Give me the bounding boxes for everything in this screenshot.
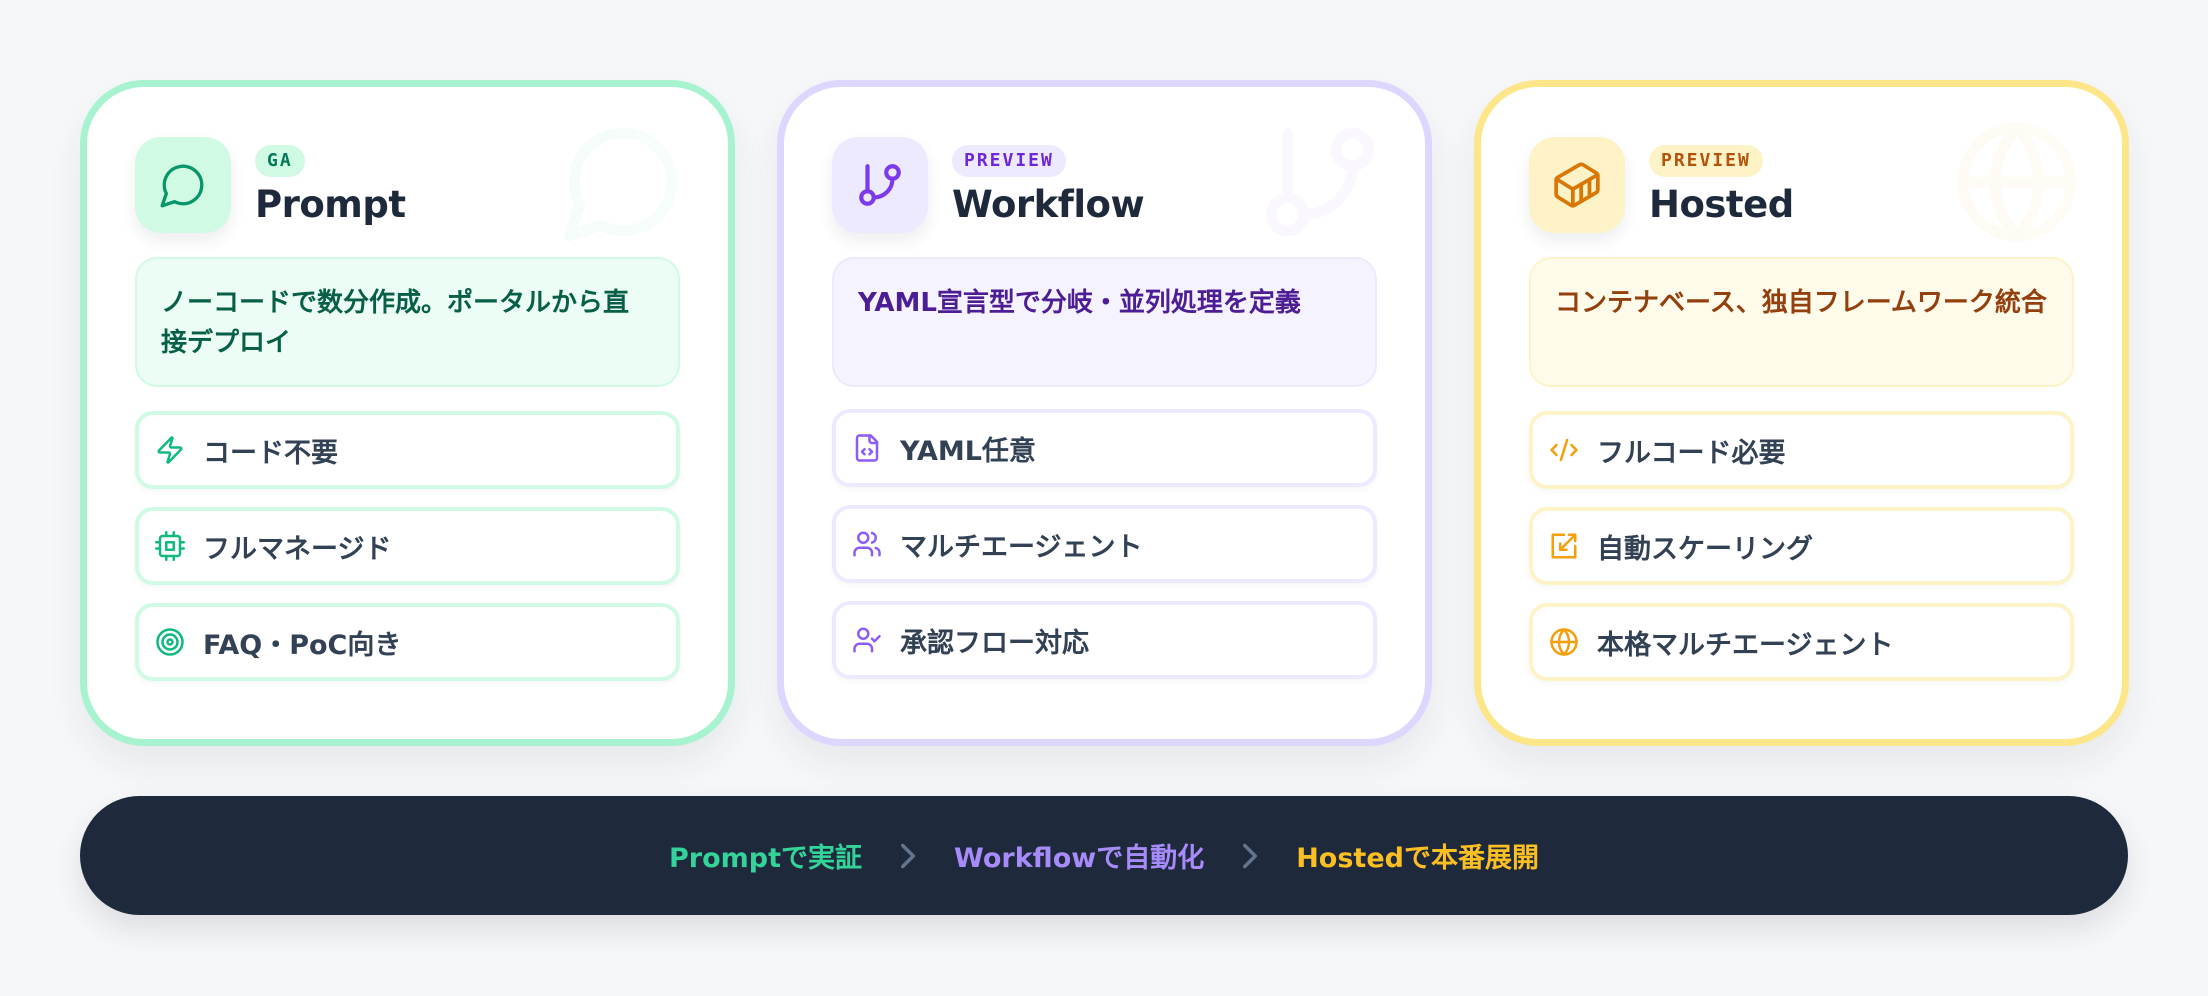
feature-item: 承認フロー対応 [832, 601, 1377, 679]
globe-watermark-icon [1952, 117, 2082, 247]
feature-label: フルコード必要 [1597, 437, 1786, 469]
adoption-flow-bar: Promptで実証 Workflowで自動化 Hostedで本番展開 [80, 796, 2128, 915]
status-badge: PREVIEW [952, 145, 1066, 177]
card-header: GA Prompt [135, 137, 680, 233]
feature-item: FAQ・PoC向き [135, 603, 680, 681]
git-branch-icon [832, 137, 928, 233]
feature-item: マルチエージェント [832, 505, 1377, 583]
card-description: コンテナベース、独自フレームワーク統合 [1529, 257, 2074, 387]
feature-item: 自動スケーリング [1529, 507, 2074, 585]
chevron-right-icon [898, 842, 918, 870]
target-icon [155, 627, 185, 657]
feature-label: コード不要 [203, 437, 338, 469]
container-icon [1529, 137, 1625, 233]
chevron-right-icon [1240, 842, 1260, 870]
feature-item: コード不要 [135, 411, 680, 489]
feature-list: YAML任意 マルチエージェント 承認フロー対応 [832, 409, 1377, 679]
card-title: Hosted [1649, 183, 1794, 226]
file-code-icon [852, 433, 882, 463]
feature-item: フルマネージド [135, 507, 680, 585]
feature-label: 承認フロー対応 [900, 627, 1089, 659]
status-badge: GA [255, 145, 305, 177]
message-circle-icon [135, 137, 231, 233]
flow-step-prompt: Promptで実証 [669, 843, 863, 874]
feature-label: FAQ・PoC向き [203, 629, 402, 661]
feature-list: コード不要 フルマネージド FAQ・PoC向き [135, 411, 680, 681]
card-description: ノーコードで数分作成。ポータルから直接デプロイ [135, 257, 680, 387]
user-check-icon [852, 625, 882, 655]
feature-label: フルマネージド [203, 533, 392, 565]
feature-label: 自動スケーリング [1597, 533, 1813, 565]
feature-item: フルコード必要 [1529, 411, 2074, 489]
globe-icon [1549, 627, 1579, 657]
cpu-icon [155, 531, 185, 561]
card-header: PREVIEW Hosted [1529, 137, 2074, 233]
feature-label: YAML任意 [900, 435, 1036, 467]
card-title: Workflow [952, 183, 1145, 226]
zap-icon [155, 435, 185, 465]
card-prompt: GA Prompt ノーコードで数分作成。ポータルから直接デプロイ コード不要 … [80, 80, 735, 746]
card-header: PREVIEW Workflow [832, 137, 1377, 233]
git-branch-watermark-icon [1255, 117, 1385, 247]
flow-step-hosted: Hostedで本番展開 [1296, 843, 1539, 874]
status-badge: PREVIEW [1649, 145, 1763, 177]
users-icon [852, 529, 882, 559]
message-circle-watermark-icon [558, 117, 688, 247]
code-icon [1549, 435, 1579, 465]
scale-arrow-icon [1549, 531, 1579, 561]
card-row: GA Prompt ノーコードで数分作成。ポータルから直接デプロイ コード不要 … [80, 80, 2129, 746]
card-description: YAML宣言型で分岐・並列処理を定義 [832, 257, 1377, 387]
feature-label: マルチエージェント [900, 531, 1143, 563]
card-title: Prompt [255, 183, 406, 226]
feature-label: 本格マルチエージェント [1597, 629, 1894, 661]
feature-list: フルコード必要 自動スケーリング 本格マルチエージェント [1529, 411, 2074, 681]
feature-item: 本格マルチエージェント [1529, 603, 2074, 681]
flow-step-workflow: Workflowで自動化 [954, 843, 1205, 874]
card-hosted: PREVIEW Hosted コンテナベース、独自フレームワーク統合 フルコード… [1474, 80, 2129, 746]
card-workflow: PREVIEW Workflow YAML宣言型で分岐・並列処理を定義 YAML… [777, 80, 1432, 746]
feature-item: YAML任意 [832, 409, 1377, 487]
